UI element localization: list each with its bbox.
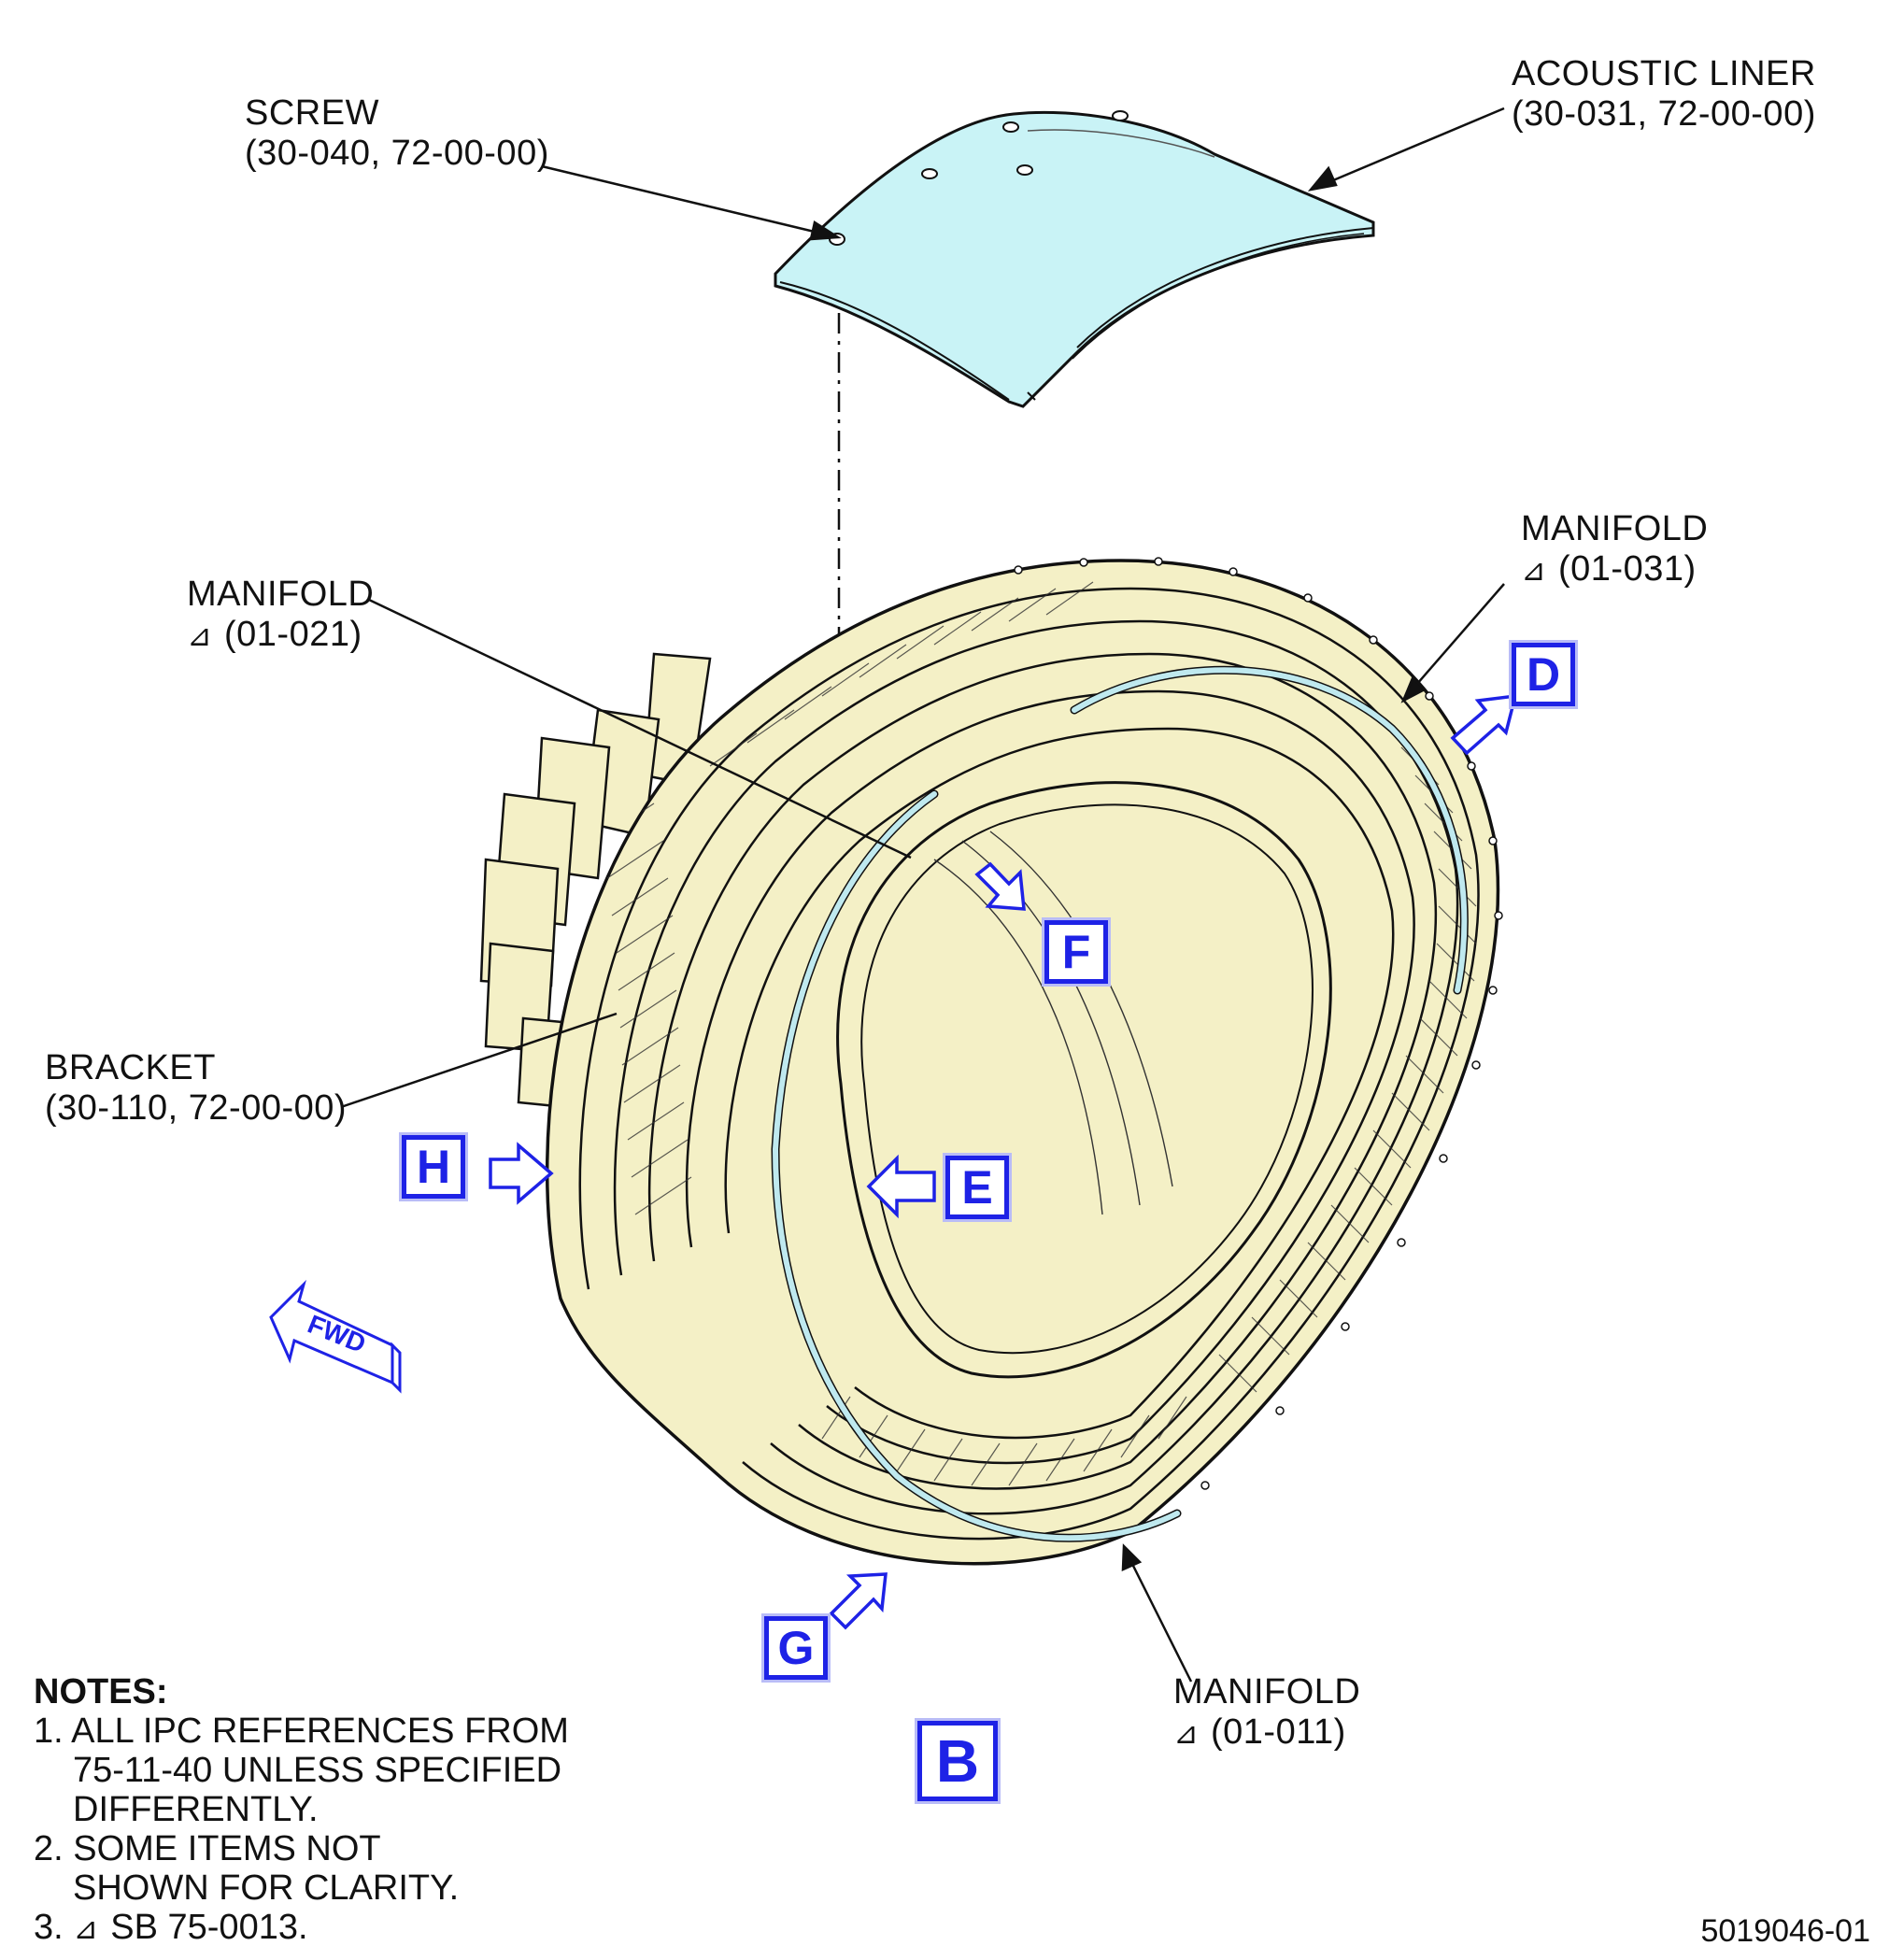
view-callout-b[interactable]: B xyxy=(917,1721,998,1801)
manifold-031-label: MANIFOLD ⊿(01-031) xyxy=(1521,509,1709,589)
effectivity-mark-icon: ⊿ xyxy=(73,1911,99,1945)
leader-lines xyxy=(340,107,1505,1683)
screw-label: SCREW (30-040, 72-00-00) xyxy=(245,93,549,173)
effectivity-mark-icon: ⊿ xyxy=(1521,553,1547,587)
view-callout-h[interactable]: H xyxy=(402,1135,465,1199)
view-callout-f[interactable]: F xyxy=(1044,920,1108,984)
figure-number: 5019046-01 xyxy=(1700,1913,1870,1949)
acoustic-liner-part xyxy=(774,110,1375,408)
view-callout-e[interactable]: E xyxy=(945,1156,1009,1219)
note-1-line-2: 75-11-40 UNLESS SPECIFIED xyxy=(73,1751,562,1790)
view-callout-g[interactable]: G xyxy=(764,1616,828,1680)
notes-title: NOTES: xyxy=(34,1672,168,1711)
view-arrow-icon xyxy=(489,693,1518,1630)
view-callout-d[interactable]: D xyxy=(1512,643,1575,706)
bracket-label: BRACKET (30-110, 72-00-00) xyxy=(45,1048,348,1128)
note-3: 3. ⊿SB 75-0013. xyxy=(34,1908,308,1947)
effectivity-mark-icon: ⊿ xyxy=(1173,1716,1200,1750)
acoustic-liner-label: ACOUSTIC LINER (30-031, 72-00-00) xyxy=(1512,54,1816,134)
fwd-arrow-icon: FWD xyxy=(269,1279,402,1394)
notes-block: NOTES: 1. ALL IPC REFERENCES FROM 75-11-… xyxy=(34,1672,569,1948)
note-1-line-3: DIFFERENTLY. xyxy=(73,1790,319,1829)
note-2-line-2: SHOWN FOR CLARITY. xyxy=(73,1868,460,1908)
effectivity-mark-icon: ⊿ xyxy=(187,618,213,652)
note-2-line-1: 2. SOME ITEMS NOT xyxy=(34,1829,381,1868)
manifold-021-label: MANIFOLD ⊿(01-021) xyxy=(187,575,375,654)
note-1-line-1: 1. ALL IPC REFERENCES FROM xyxy=(34,1711,569,1751)
combustor-case-assembly xyxy=(479,557,1503,1566)
manifold-011-label: MANIFOLD ⊿(01-011) xyxy=(1173,1672,1361,1752)
